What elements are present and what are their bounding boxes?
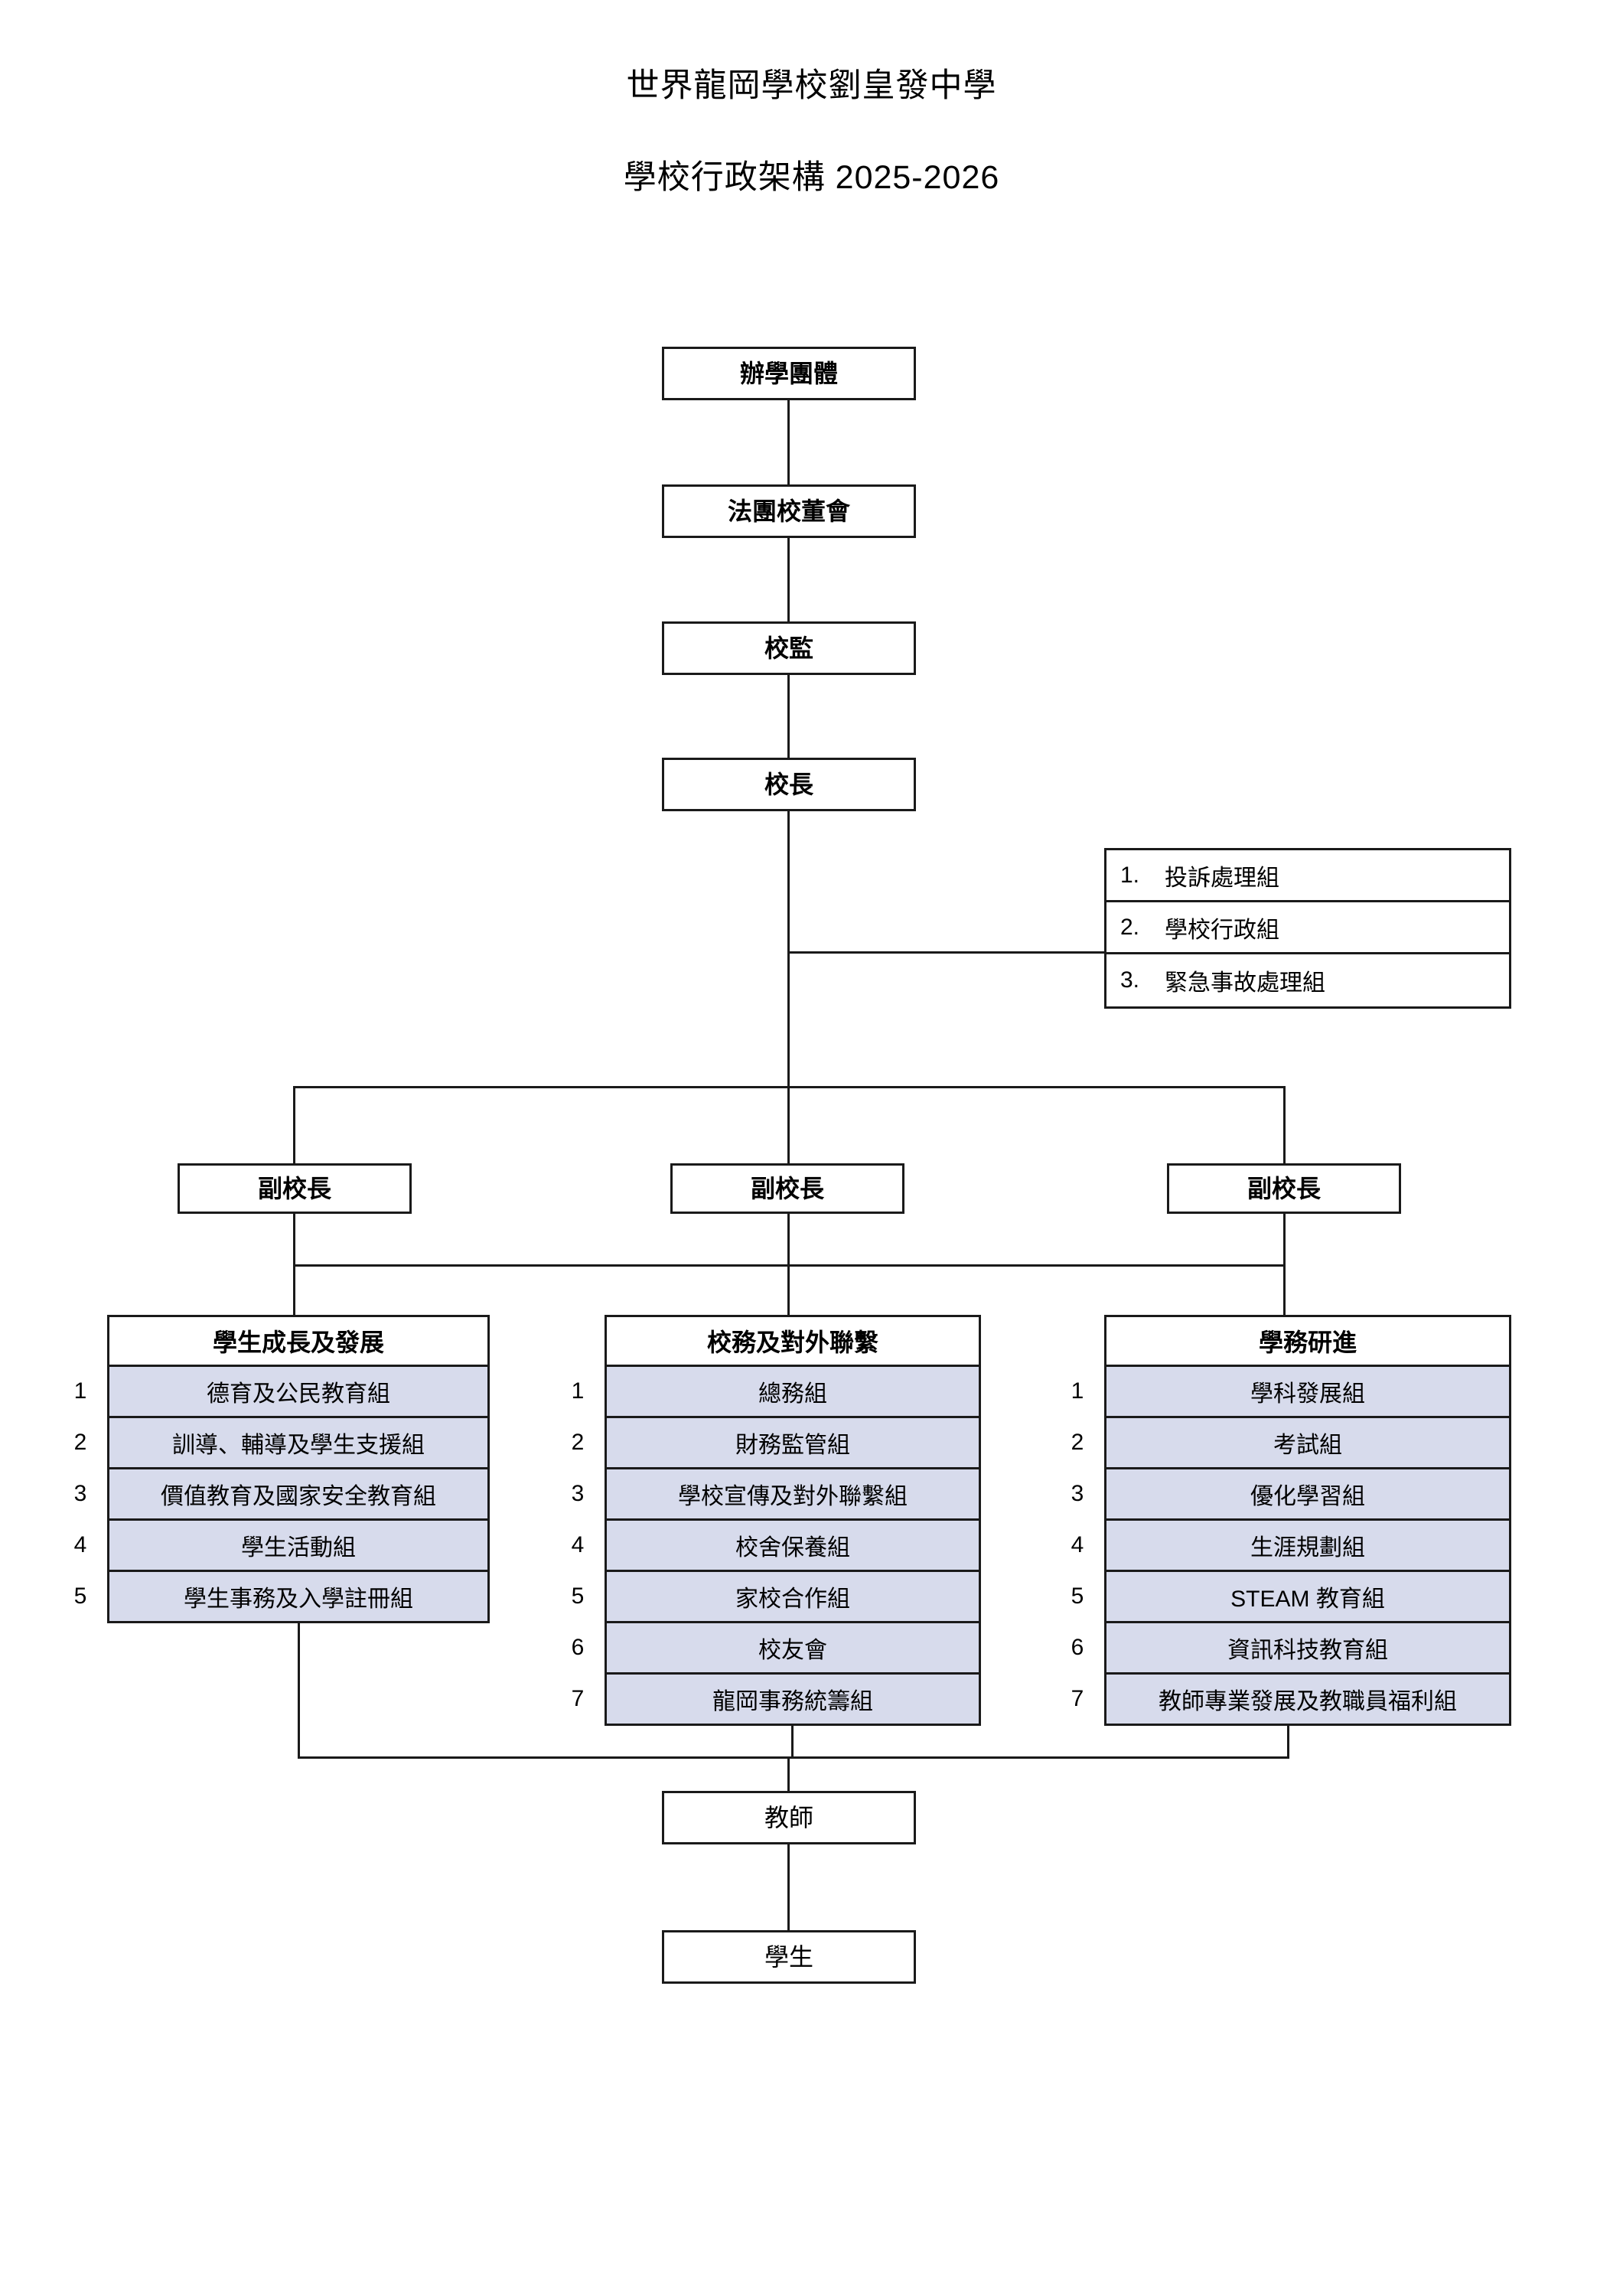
principal-duty-table: 1. 投訴處理組 2. 學校行政組 3. 緊急事故處理組 — [1104, 848, 1511, 1009]
duty-row: 3. 緊急事故處理組 — [1106, 954, 1509, 1006]
department-item-number: 5 — [1071, 1583, 1084, 1609]
duty-row-label: 緊急事故處理組 — [1165, 970, 1325, 996]
department-column-academic-development: 學務研進 1 學科發展組 2 考試組 3 優化學習組 4 生涯規劃組 5 STE… — [1071, 1315, 1511, 1726]
department-item-label: 龍岡事務統籌組 — [712, 1689, 873, 1714]
node-vice-principal-3: 副校長 — [1167, 1163, 1401, 1214]
department-item-number: 4 — [73, 1532, 87, 1557]
department-item-number: 2 — [73, 1430, 87, 1455]
duty-row-number: 2. — [1120, 914, 1140, 940]
department-item-number: 1 — [571, 1378, 585, 1404]
school-name-title: 世界龍岡學校劉皇發中學 — [626, 67, 997, 104]
department-item-label: 學科發展組 — [1250, 1381, 1365, 1407]
department-item: 6 校友會 — [572, 1623, 981, 1675]
department-item-number: 7 — [571, 1686, 585, 1711]
department-item-label: 考試組 — [1273, 1433, 1342, 1458]
department-item-label: 資訊科技教育組 — [1227, 1638, 1388, 1663]
node-sponsoring-body: 辦學團體 — [662, 347, 916, 400]
connector-department-bus — [293, 1264, 1286, 1267]
duty-row: 1. 投訴處理組 — [1106, 850, 1509, 902]
department-item: 4 學生活動組 — [74, 1521, 490, 1572]
department-item-number: 2 — [571, 1430, 585, 1455]
connector-bus-to-teachers — [787, 1756, 790, 1791]
department-column-student-growth: 學生成長及發展 1 德育及公民教育組 2 訓導、輔導及學生支援組 3 價值教育及… — [74, 1315, 490, 1623]
duty-row-number: 1. — [1120, 862, 1140, 888]
connector-vice-principal-bus — [293, 1086, 1285, 1088]
department-item: 1 德育及公民教育組 — [74, 1367, 490, 1418]
department-item-label: 訓導、輔導及學生支援組 — [172, 1433, 425, 1458]
connector-sponsoring-to-imc — [787, 400, 790, 484]
connector-principal-to-duty-table — [787, 951, 1106, 954]
connector-dept1-down — [298, 1623, 300, 1759]
department-item: 5 家校合作組 — [572, 1572, 981, 1623]
connector-dept2-down — [791, 1726, 794, 1759]
department-item-number: 4 — [1071, 1532, 1084, 1557]
duty-row-label: 投訴處理組 — [1165, 865, 1279, 891]
department-item: 3 價值教育及國家安全教育組 — [74, 1469, 490, 1521]
connector-supervisor-to-principal — [787, 675, 790, 758]
connector-bus-to-vp1 — [293, 1086, 295, 1163]
department-item-label: 財務監管組 — [735, 1433, 850, 1458]
department-item-number: 2 — [1071, 1430, 1084, 1455]
duty-row-label: 學校行政組 — [1165, 917, 1279, 943]
node-supervisor: 校監 — [662, 621, 916, 675]
department-item-label: 家校合作組 — [735, 1587, 850, 1612]
department-item: 4 生涯規劃組 — [1071, 1521, 1511, 1572]
department-item: 7 龍岡事務統籌組 — [572, 1675, 981, 1726]
connector-teachers-to-students — [787, 1844, 790, 1930]
department-item: 1 學科發展組 — [1071, 1367, 1511, 1418]
department-item: 3 學校宣傳及對外聯繫組 — [572, 1469, 981, 1521]
department-item-label: 學生事務及入學註冊組 — [184, 1587, 413, 1612]
department-item-label: 學生活動組 — [241, 1535, 356, 1561]
department-item: 3 優化學習組 — [1071, 1469, 1511, 1521]
department-item-number: 5 — [73, 1583, 87, 1609]
connector-imc-to-supervisor — [787, 538, 790, 621]
chart-subtitle: 學校行政架構 2025-2026 — [623, 159, 1000, 196]
department-item-number: 6 — [571, 1635, 585, 1660]
department-column-school-affairs: 校務及對外聯繫 1 總務組 2 財務監管組 3 學校宣傳及對外聯繫組 4 校舍保… — [572, 1315, 981, 1726]
department-item-label: 教師專業發展及教職員福利組 — [1159, 1689, 1457, 1714]
department-header: 校務及對外聯繫 — [605, 1315, 981, 1367]
department-item-label: 德育及公民教育組 — [207, 1381, 390, 1407]
duty-row: 2. 學校行政組 — [1106, 902, 1509, 954]
connector-dept3-down — [1287, 1726, 1289, 1759]
department-item: 4 校舍保養組 — [572, 1521, 981, 1572]
department-item-number: 1 — [73, 1378, 87, 1404]
node-vice-principal-2: 副校長 — [670, 1163, 904, 1214]
department-item-label: 校舍保養組 — [735, 1535, 850, 1561]
duty-row-number: 3. — [1120, 967, 1140, 993]
department-header: 學生成長及發展 — [107, 1315, 490, 1367]
department-item: 2 考試組 — [1071, 1418, 1511, 1469]
department-item-number: 7 — [1071, 1686, 1084, 1711]
department-item-number: 3 — [73, 1481, 87, 1506]
department-item-label: 價值教育及國家安全教育組 — [161, 1484, 436, 1509]
department-item-label: 優化學習組 — [1250, 1484, 1365, 1509]
department-item-number: 3 — [1071, 1481, 1084, 1506]
department-item-number: 5 — [571, 1583, 585, 1609]
node-teachers: 教師 — [662, 1791, 916, 1844]
department-item-number: 3 — [571, 1481, 585, 1506]
node-imc: 法團校董會 — [662, 484, 916, 538]
department-item: 6 資訊科技教育組 — [1071, 1623, 1511, 1675]
connector-principal-trunk — [787, 811, 790, 1316]
department-item-label: STEAM 教育組 — [1230, 1587, 1385, 1612]
department-item: 1 總務組 — [572, 1367, 981, 1418]
connector-teacher-bus — [298, 1756, 1289, 1759]
department-item-number: 4 — [571, 1532, 585, 1557]
department-item-number: 6 — [1071, 1635, 1084, 1660]
node-principal: 校長 — [662, 758, 916, 811]
department-item-label: 學校宣傳及對外聯繫組 — [678, 1484, 908, 1509]
connector-bus-to-vp3 — [1283, 1086, 1286, 1163]
department-item-label: 校友會 — [758, 1638, 827, 1663]
department-item-number: 1 — [1071, 1378, 1084, 1404]
department-item-label: 總務組 — [758, 1381, 827, 1407]
department-item: 7 教師專業發展及教職員福利組 — [1071, 1675, 1511, 1726]
department-item: 5 學生事務及入學註冊組 — [74, 1572, 490, 1623]
department-item: 2 財務監管組 — [572, 1418, 981, 1469]
department-item-label: 生涯規劃組 — [1250, 1535, 1365, 1561]
department-header: 學務研進 — [1104, 1315, 1511, 1367]
node-students: 學生 — [662, 1930, 916, 1984]
department-item: 5 STEAM 教育組 — [1071, 1572, 1511, 1623]
node-vice-principal-1: 副校長 — [178, 1163, 412, 1214]
department-item: 2 訓導、輔導及學生支援組 — [74, 1418, 490, 1469]
